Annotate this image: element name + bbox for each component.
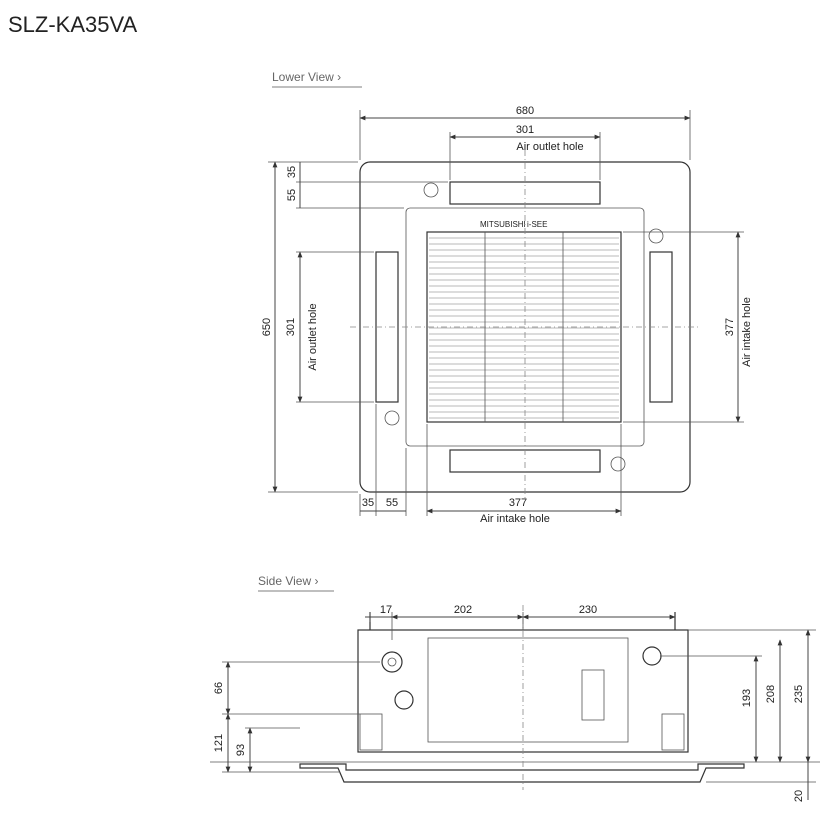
dimension-label-121: 121 (213, 734, 225, 752)
dimension-label-301-top: 301 (516, 124, 534, 136)
hanger-bracket-right (661, 713, 685, 751)
lower-view-label: Lower View › (272, 70, 341, 84)
label-air-outlet-hole-left: Air outlet hole (307, 303, 319, 370)
dimension-label-193: 193 (741, 689, 753, 707)
unit-inner-box (427, 637, 629, 743)
brand-text: MITSUBISHI (480, 220, 526, 229)
control-box (581, 669, 605, 721)
dimension-label-377-right: 377 (724, 318, 736, 336)
dimension-label-17: 17 (380, 604, 392, 616)
dimension-label-35-top: 35 (286, 166, 298, 178)
dimension-label-20: 20 (793, 790, 805, 802)
dimension-label-35-bottom: 35 (362, 497, 374, 509)
screw-icon (648, 228, 664, 244)
lower-view: Lower View › MITSUBISHI i-SEE 680 (261, 70, 753, 525)
dimension-label-650: 650 (261, 318, 273, 336)
pipe-connection-icon (642, 646, 662, 666)
grille-lines (429, 232, 619, 422)
dimension-label-301-left: 301 (285, 318, 297, 336)
dimension-label-93: 93 (235, 744, 247, 756)
ceiling-panel (299, 763, 745, 783)
label-air-intake-hole-bottom: Air intake hole (480, 513, 550, 525)
dimension-label-66: 66 (213, 682, 225, 694)
dimension-label-230: 230 (579, 604, 597, 616)
dimension-label-680: 680 (516, 105, 534, 117)
logo-text: i-SEE (527, 220, 547, 229)
screw-icon (610, 456, 626, 472)
dimension-label-55-top: 55 (286, 189, 298, 201)
dimension-label-55-bottom: 55 (386, 497, 398, 509)
screw-icon (423, 182, 439, 198)
hanger-bracket-left (359, 713, 383, 751)
drain-pipe-icon (381, 651, 403, 673)
side-view: Side View › 17 202 230 (210, 574, 820, 802)
side-view-label: Side View › (258, 574, 318, 588)
dimension-label-202: 202 (454, 604, 472, 616)
screw-icon (384, 410, 400, 426)
page-title: SLZ-KA35VA (8, 12, 138, 37)
dimension-label-208: 208 (765, 685, 777, 703)
dimension-label-235: 235 (793, 685, 805, 703)
label-air-intake-hole-right: Air intake hole (741, 297, 753, 367)
label-air-outlet-hole-top: Air outlet hole (516, 141, 583, 153)
dimension-label-377-bottom: 377 (509, 497, 527, 509)
refrigerant-pipe-icon (394, 690, 414, 710)
